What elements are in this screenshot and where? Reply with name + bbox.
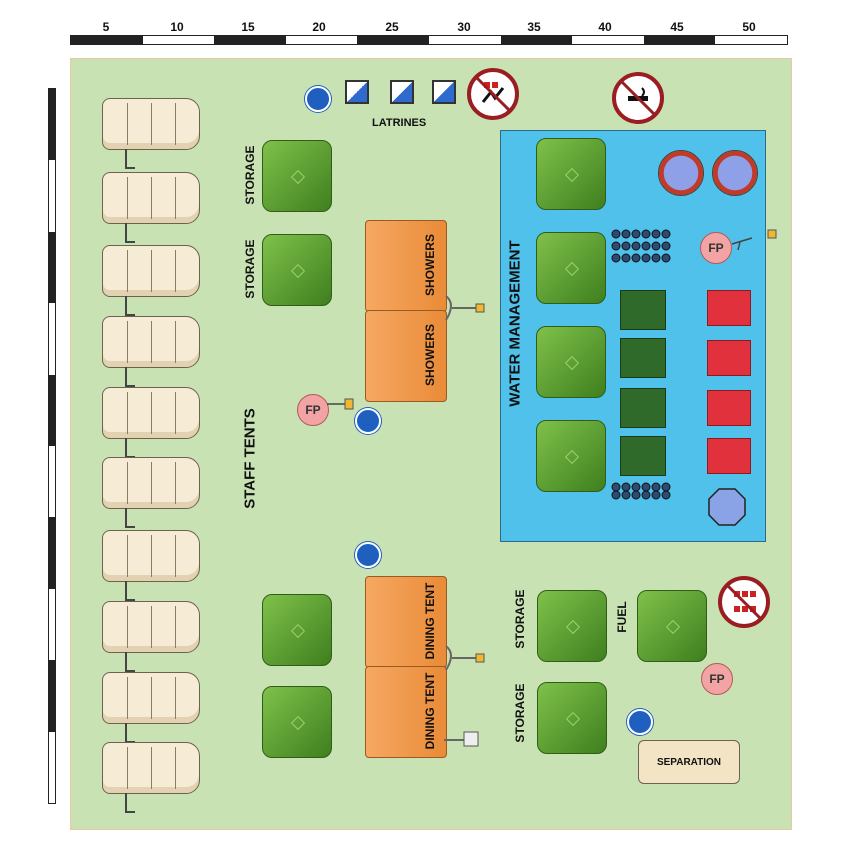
showers-label: SHOWERS bbox=[423, 234, 437, 297]
staff-tent bbox=[102, 530, 200, 601]
red-tank bbox=[707, 290, 751, 326]
scale-tick: 45 bbox=[670, 20, 684, 34]
latrine-icon bbox=[345, 80, 369, 104]
hand-wash-icon bbox=[305, 86, 331, 112]
staff-tent bbox=[102, 172, 200, 243]
hand-wash-icon bbox=[355, 542, 381, 568]
staff-tent bbox=[102, 98, 200, 169]
hand-wash-icon bbox=[355, 408, 381, 434]
staff-tent bbox=[102, 672, 200, 743]
no-open-flame-icon bbox=[467, 68, 519, 120]
dining-connector bbox=[445, 645, 485, 671]
dining-outlet bbox=[444, 731, 479, 747]
staff-tent bbox=[102, 387, 200, 458]
barrel-icon bbox=[712, 150, 758, 196]
showers-label: SHOWERS bbox=[423, 324, 437, 387]
storage-tent bbox=[537, 590, 607, 662]
left-scale-ruler bbox=[48, 88, 56, 804]
storage-tent bbox=[262, 234, 332, 306]
storage-label: STORAGE bbox=[513, 589, 527, 649]
red-tank bbox=[707, 390, 751, 426]
green-tent bbox=[262, 594, 332, 666]
scale-tick: 35 bbox=[527, 20, 541, 34]
latrine-icon bbox=[390, 80, 414, 104]
scale-tick: 25 bbox=[385, 20, 399, 34]
scale-tick: 20 bbox=[312, 20, 326, 34]
scale-tick: 10 bbox=[170, 20, 184, 34]
no-smoking-icon bbox=[612, 72, 664, 124]
fire-point-icon: FP bbox=[297, 394, 329, 426]
staff-tent bbox=[102, 457, 200, 528]
separation-tent: SEPARATION bbox=[638, 740, 740, 784]
water-bladder-tent bbox=[536, 138, 606, 210]
dining-tent-label: DINING TENT bbox=[423, 582, 437, 660]
hand-wash-icon bbox=[627, 709, 653, 735]
water-bladder-tent bbox=[536, 326, 606, 398]
shower-tent bbox=[365, 220, 447, 312]
storage-tent bbox=[537, 682, 607, 754]
staff-tent bbox=[102, 316, 200, 387]
no-open-flame-icon bbox=[718, 576, 770, 628]
dark-tank bbox=[620, 338, 666, 378]
staff-tent bbox=[102, 601, 200, 672]
pipe-rack bbox=[611, 229, 671, 263]
dark-tank bbox=[620, 290, 666, 330]
scale-tick: 40 bbox=[598, 20, 612, 34]
staff-tents-label: STAFF TENTS bbox=[241, 408, 259, 509]
latrines-label: LATRINES bbox=[372, 117, 427, 129]
shower-tent bbox=[365, 310, 447, 402]
fire-point-icon: FP bbox=[701, 663, 733, 695]
fuel-tent bbox=[637, 590, 707, 662]
storage-tent bbox=[262, 140, 332, 212]
fuel-label: FUEL bbox=[615, 601, 629, 633]
scale-tick: 30 bbox=[457, 20, 471, 34]
water-bladder-tent bbox=[536, 232, 606, 304]
pipe-rack bbox=[611, 482, 671, 500]
extinguisher-icon bbox=[327, 398, 354, 410]
green-tent bbox=[262, 686, 332, 758]
storage-label: STORAGE bbox=[243, 239, 257, 299]
dining-tent-label: DINING TENT bbox=[423, 672, 437, 750]
barrel-icon bbox=[658, 150, 704, 196]
extinguisher-icon bbox=[731, 229, 777, 251]
dining-tent bbox=[365, 576, 447, 668]
fire-point-icon: FP bbox=[700, 232, 732, 264]
storage-label: STORAGE bbox=[243, 145, 257, 205]
octagon-tank bbox=[708, 488, 746, 526]
dark-tank bbox=[620, 436, 666, 476]
latrine-icon bbox=[432, 80, 456, 104]
shower-connector bbox=[445, 295, 485, 321]
scale-tick: 15 bbox=[241, 20, 255, 34]
scale-tick: 50 bbox=[742, 20, 756, 34]
storage-label: STORAGE bbox=[513, 683, 527, 743]
top-scale-ruler bbox=[70, 35, 788, 45]
staff-tent bbox=[102, 742, 200, 813]
dining-tent bbox=[365, 666, 447, 758]
red-tank bbox=[707, 340, 751, 376]
red-tank bbox=[707, 438, 751, 474]
staff-tent bbox=[102, 245, 200, 316]
scale-tick: 5 bbox=[102, 20, 110, 34]
water-bladder-tent bbox=[536, 420, 606, 492]
water-management-label: WATER MANAGEMENT bbox=[506, 240, 524, 407]
dark-tank bbox=[620, 388, 666, 428]
